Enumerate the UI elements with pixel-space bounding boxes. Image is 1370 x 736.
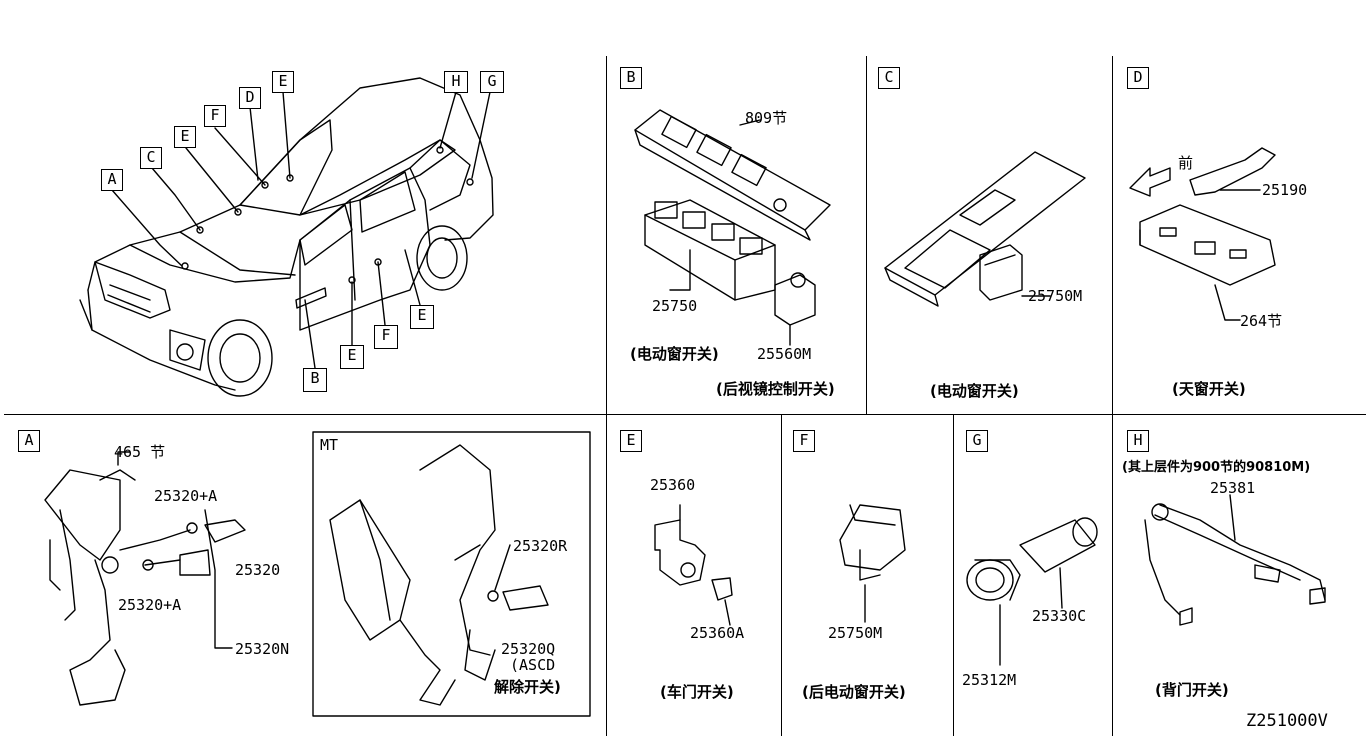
panel-g-letter: G — [966, 430, 988, 452]
panel-f-letter: F — [793, 430, 815, 452]
door-switch-drawing — [654, 504, 733, 626]
mt-box-frame — [312, 431, 591, 717]
mt-label: MT — [320, 436, 339, 454]
callout-box: G — [480, 71, 504, 93]
panel-h-note: (其上层件为900节的90810M) — [1122, 460, 1311, 475]
sunroof-drawing — [1129, 147, 1276, 321]
panel-d-caption: (天窗开关) — [1172, 380, 1246, 398]
divider-v-bc — [866, 56, 867, 414]
callout-box: C — [140, 147, 162, 169]
part-number: 809节 — [745, 109, 788, 127]
callout-box: F — [204, 105, 226, 127]
front-direction-label: 前 — [1178, 154, 1194, 172]
mt-pedals-drawing — [329, 444, 549, 706]
panel-e-letter: E — [620, 430, 642, 452]
panel-a-letter: A — [18, 430, 40, 452]
panel-h-caption: (背门开关) — [1155, 681, 1229, 699]
switch-c-drawing — [884, 151, 1086, 307]
panel-c-letter: C — [878, 67, 900, 89]
panel-d-letter: D — [1127, 67, 1149, 89]
divider-v-fg — [953, 414, 954, 736]
callout-box: B — [303, 368, 327, 392]
divider-v-ef — [781, 414, 782, 736]
part-number: 25320Q — [501, 640, 556, 658]
switch-b-drawing — [634, 109, 831, 346]
part-number: 25560M — [757, 345, 812, 363]
vehicle-drawing — [79, 77, 494, 397]
callout-box: H — [444, 71, 468, 93]
part-number: 25320R — [513, 537, 568, 555]
panel-b-letter: B — [620, 67, 642, 89]
rear-window-switch-drawing — [839, 504, 906, 623]
callout-box: E — [174, 126, 196, 148]
callout-box: F — [374, 325, 398, 349]
divider-h-main — [4, 414, 1366, 415]
panel-h-letter: H — [1127, 430, 1149, 452]
divider-v-cd — [1112, 56, 1113, 736]
diagram-code: Z251000V — [1246, 711, 1328, 731]
part-number: 25750 — [652, 297, 698, 315]
panel-f-caption: (后电动窗开关) — [802, 683, 906, 701]
part-number: 25360 — [650, 476, 696, 494]
divider-v-main — [606, 56, 607, 736]
part-number: 25750M — [828, 624, 883, 642]
part-number: 465 节 — [114, 443, 166, 461]
part-number: 25320+A — [154, 487, 218, 505]
part-number: 25320+A — [118, 596, 182, 614]
part-number: 25312M — [962, 671, 1017, 689]
part-number: 25320N — [235, 640, 290, 658]
part-number: 25320 — [235, 561, 281, 579]
panel-b-caption-1: (电动窗开关) — [630, 345, 719, 363]
power-outlet-drawing — [966, 517, 1098, 666]
part-number: 25360A — [690, 624, 745, 642]
callout-box: E — [340, 345, 364, 369]
panel-c-caption: (电动窗开关) — [930, 382, 1019, 400]
part-number: 25190 — [1262, 181, 1308, 199]
part-number: 25381 — [1210, 479, 1256, 497]
pedal-assembly-drawing — [44, 451, 246, 706]
part-number: 264节 — [1240, 312, 1283, 330]
part-number: 25330C — [1032, 607, 1087, 625]
part-note: (ASCD — [510, 656, 556, 674]
callout-box: E — [272, 71, 294, 93]
panel-b-caption-2: (后视镜控制开关) — [716, 380, 835, 398]
back-door-harness-drawing — [1144, 494, 1326, 626]
callout-box: E — [410, 305, 434, 329]
panel-e-caption: (车门开关) — [660, 683, 734, 701]
panel-a-caption: 解除开关) — [494, 678, 561, 696]
callout-box: A — [101, 169, 123, 191]
part-number: 25750M — [1028, 287, 1083, 305]
callout-box: D — [239, 87, 261, 109]
